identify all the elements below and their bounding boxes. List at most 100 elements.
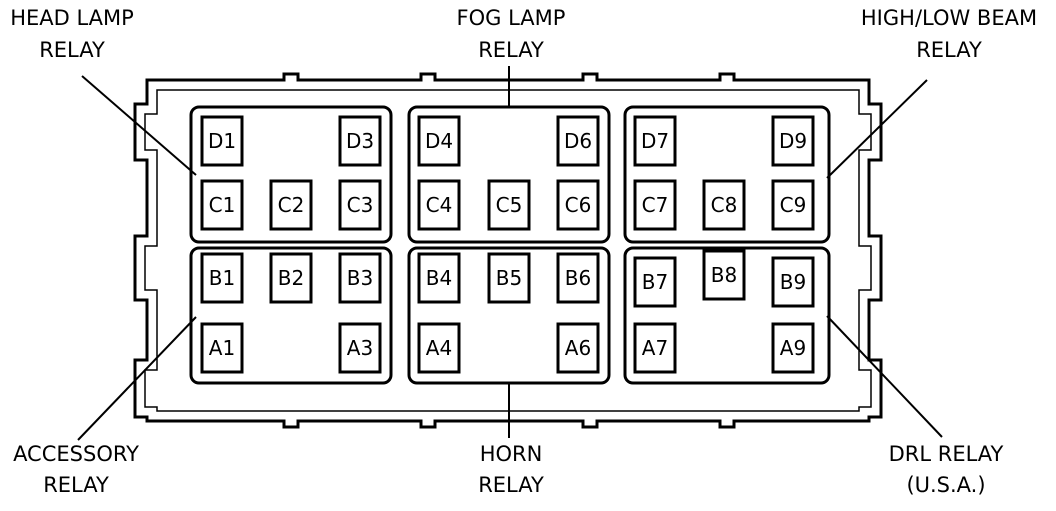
drl-relay-label-line2: (U.S.A.) [906, 473, 985, 497]
pin-box-c5 [487, 179, 531, 231]
pin-c8: C8 [702, 179, 746, 231]
pin-box-c6 [556, 179, 600, 231]
pin-b6: B6 [556, 252, 600, 304]
pin-box-a4 [417, 322, 461, 374]
pin-b3: B3 [338, 252, 382, 304]
pin-a1: A1 [200, 322, 244, 374]
pin-label-d1: D1 [208, 129, 236, 153]
pin-box-d4 [417, 115, 461, 167]
pin-box-c8 [702, 179, 746, 231]
housing-outline [133, 72, 883, 429]
pin-c5: C5 [487, 179, 531, 231]
head-lamp-relay-label-line2: RELAY [39, 38, 105, 62]
pin-box-d3 [338, 115, 382, 167]
pin-box-a3 [338, 322, 382, 374]
relay-frames [189, 105, 831, 385]
pin-box-b8 [702, 249, 746, 301]
pin-d4: D4 [417, 115, 461, 167]
leader-high-low-beam [826, 79, 928, 179]
pin-label-c2: C2 [278, 193, 305, 217]
pin-c2: C2 [269, 179, 313, 231]
pin-label-c6: C6 [565, 193, 592, 217]
pin-c1: C1 [200, 179, 244, 231]
pin-label-a4: A4 [426, 336, 452, 360]
leader-head-lamp [81, 75, 197, 176]
pin-c7: C7 [633, 179, 677, 231]
pin-box-d9 [771, 115, 815, 167]
pin-box-a9 [771, 322, 815, 374]
pin-c6: C6 [556, 179, 600, 231]
pin-c9: C9 [771, 179, 815, 231]
pin-label-b3: B3 [347, 266, 373, 290]
housing-inner-outline [144, 89, 872, 412]
pin-d7: D7 [633, 115, 677, 167]
high-low-beam-relay-label-line2: RELAY [916, 38, 982, 62]
horn-relay-label-line2: RELAY [478, 473, 544, 497]
pin-label-d3: D3 [346, 129, 374, 153]
pin-label-d9: D9 [779, 129, 807, 153]
pin-box-b9 [771, 256, 815, 308]
horn-relay-label-line1: HORN [480, 442, 543, 466]
pin-box-b7 [633, 256, 677, 308]
pin-label-d7: D7 [641, 129, 669, 153]
pin-box-c1 [200, 179, 244, 231]
pin-b7: B7 [633, 256, 677, 308]
pin-label-a7: A7 [642, 336, 668, 360]
pin-label-b5: B5 [496, 266, 522, 290]
pin-b2: B2 [269, 252, 313, 304]
pin-label-c4: C4 [426, 193, 453, 217]
pin-label-b4: B4 [426, 266, 452, 290]
pin-box-a1 [200, 322, 244, 374]
pin-b8: B8 [702, 249, 746, 301]
pin-label-a9: A9 [780, 336, 806, 360]
fog-lamp-relay-label-line1: FOG LAMP [457, 6, 566, 30]
pin-d1: D1 [200, 115, 244, 167]
frame-head-lamp-relay [189, 105, 393, 244]
high-low-beam-relay-label-line1: HIGH/LOW BEAM [861, 6, 1037, 30]
pin-box-b4 [417, 252, 461, 304]
pin-a6: A6 [556, 322, 600, 374]
pin-label-a3: A3 [347, 336, 373, 360]
pin-label-a6: A6 [565, 336, 591, 360]
pin-b5: B5 [487, 252, 531, 304]
pin-label-c8: C8 [711, 193, 738, 217]
fog-lamp-relay-label-line2: RELAY [478, 38, 544, 62]
pin-d9: D9 [771, 115, 815, 167]
pin-box-b5 [487, 252, 531, 304]
pin-b1: B1 [200, 252, 244, 304]
leader-lines [77, 66, 943, 441]
pin-box-c7 [633, 179, 677, 231]
pin-d3: D3 [338, 115, 382, 167]
pin-a3: A3 [338, 322, 382, 374]
pin-box-c9 [771, 179, 815, 231]
pin-box-b1 [200, 252, 244, 304]
pin-label-b1: B1 [209, 266, 235, 290]
pin-a4: A4 [417, 322, 461, 374]
pin-box-d7 [633, 115, 677, 167]
pin-box-d1 [200, 115, 244, 167]
pin-d6: D6 [556, 115, 600, 167]
pin-label-d6: D6 [564, 129, 592, 153]
pin-label-c7: C7 [642, 193, 669, 217]
pin-label-c3: C3 [347, 193, 374, 217]
pin-box-d6 [556, 115, 600, 167]
pin-box-c2 [269, 179, 313, 231]
frame-drl-relay [623, 246, 831, 385]
pin-box-b3 [338, 252, 382, 304]
pin-a7: A7 [633, 322, 677, 374]
pin-c4: C4 [417, 179, 461, 231]
pin-box-c4 [417, 179, 461, 231]
frame-high-low-beam-relay [623, 105, 831, 244]
pin-box-c3 [338, 179, 382, 231]
pin-box-b2 [269, 252, 313, 304]
pin-a9: A9 [771, 322, 815, 374]
pin-label-b7: B7 [642, 270, 668, 294]
pin-label-d4: D4 [425, 129, 453, 153]
pin-c3: C3 [338, 179, 382, 231]
pin-b9: B9 [771, 256, 815, 308]
pin-b4: B4 [417, 252, 461, 304]
pin-label-b6: B6 [565, 266, 591, 290]
